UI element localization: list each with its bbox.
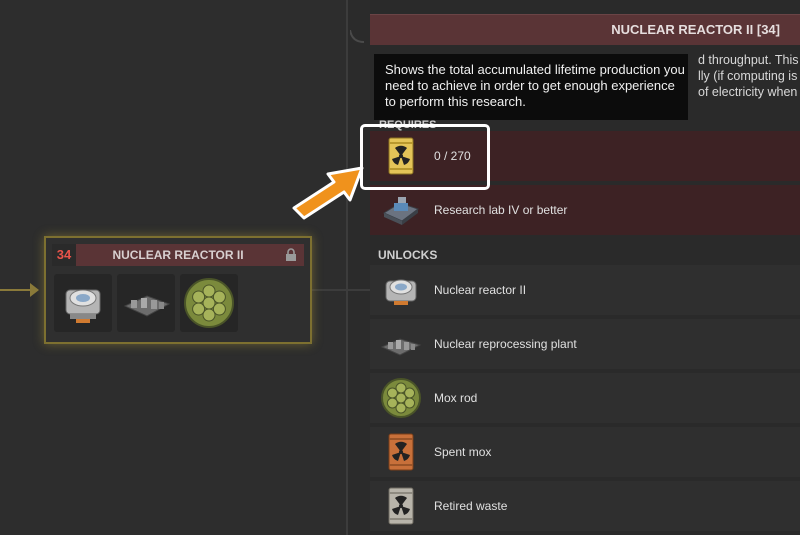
reprocessing-plant-icon bbox=[380, 338, 422, 356]
tree-connector-line-right bbox=[305, 289, 370, 291]
tree-divider bbox=[346, 0, 348, 535]
reprocessing-plant-icon bbox=[117, 274, 175, 332]
unlock-row-mox-rod[interactable]: Mox rod bbox=[370, 373, 800, 423]
requirement-row-research-lab[interactable]: Research lab IV or better bbox=[370, 185, 800, 235]
unlock-row-reprocessing-plant[interactable]: Nuclear reprocessing plant bbox=[370, 319, 800, 369]
requirement-progress: 0 / 270 bbox=[434, 149, 471, 163]
requirement-label: Research lab IV or better bbox=[434, 203, 568, 217]
research-node-header: 34 NUCLEAR REACTOR II bbox=[52, 244, 304, 266]
unlock-row-retired-waste[interactable]: Retired waste bbox=[370, 481, 800, 531]
research-node-title: NUCLEAR REACTOR II bbox=[112, 248, 244, 262]
tree-connector-curve bbox=[350, 30, 364, 43]
unlock-label: Mox rod bbox=[434, 391, 478, 405]
description-line: of electricity when bbox=[698, 85, 798, 99]
unlock-label: Nuclear reprocessing plant bbox=[434, 337, 577, 351]
unlock-label: Nuclear reactor II bbox=[434, 283, 527, 297]
retired-waste-barrel-icon bbox=[388, 487, 414, 525]
lock-icon bbox=[286, 248, 296, 261]
description-line: d throughput. This bbox=[698, 53, 799, 67]
connector-arrow-icon bbox=[30, 283, 39, 297]
panel-title: NUCLEAR REACTOR II [34] bbox=[611, 22, 780, 37]
unlock-label: Spent mox bbox=[434, 445, 492, 459]
annotation-arrow-icon bbox=[292, 166, 364, 220]
nuclear-waste-barrel-icon bbox=[388, 137, 414, 175]
research-node-number: 34 bbox=[52, 244, 76, 266]
tooltip-text: Shows the total accumulated lifetime pro… bbox=[385, 62, 685, 109]
tooltip: Shows the total accumulated lifetime pro… bbox=[374, 54, 688, 120]
research-description: d throughput. This lly (if computing is … bbox=[378, 52, 800, 132]
unlock-row-spent-mox[interactable]: Spent mox bbox=[370, 427, 800, 477]
mox-rod-icon bbox=[180, 274, 238, 332]
mox-rod-icon bbox=[381, 378, 421, 418]
description-line: lly (if computing is bbox=[698, 69, 798, 83]
unlocks-heading: UNLOCKS bbox=[378, 248, 438, 262]
nuclear-reactor-icon bbox=[385, 279, 417, 305]
unlock-row-nuclear-reactor-ii[interactable]: Nuclear reactor II bbox=[370, 265, 800, 315]
panel-title-bar: NUCLEAR REACTOR II [34] bbox=[370, 14, 800, 45]
research-node-nuclear-reactor-ii[interactable]: 34 NUCLEAR REACTOR II bbox=[44, 236, 312, 344]
research-lab-icon bbox=[382, 197, 420, 225]
tree-connector-line bbox=[0, 289, 34, 291]
spent-mox-barrel-icon bbox=[388, 433, 414, 471]
nuclear-reactor-icon bbox=[54, 274, 112, 332]
requirement-row-production[interactable]: 0 / 270 bbox=[370, 131, 800, 181]
unlock-label: Retired waste bbox=[434, 499, 508, 513]
highlight-box bbox=[360, 124, 490, 190]
